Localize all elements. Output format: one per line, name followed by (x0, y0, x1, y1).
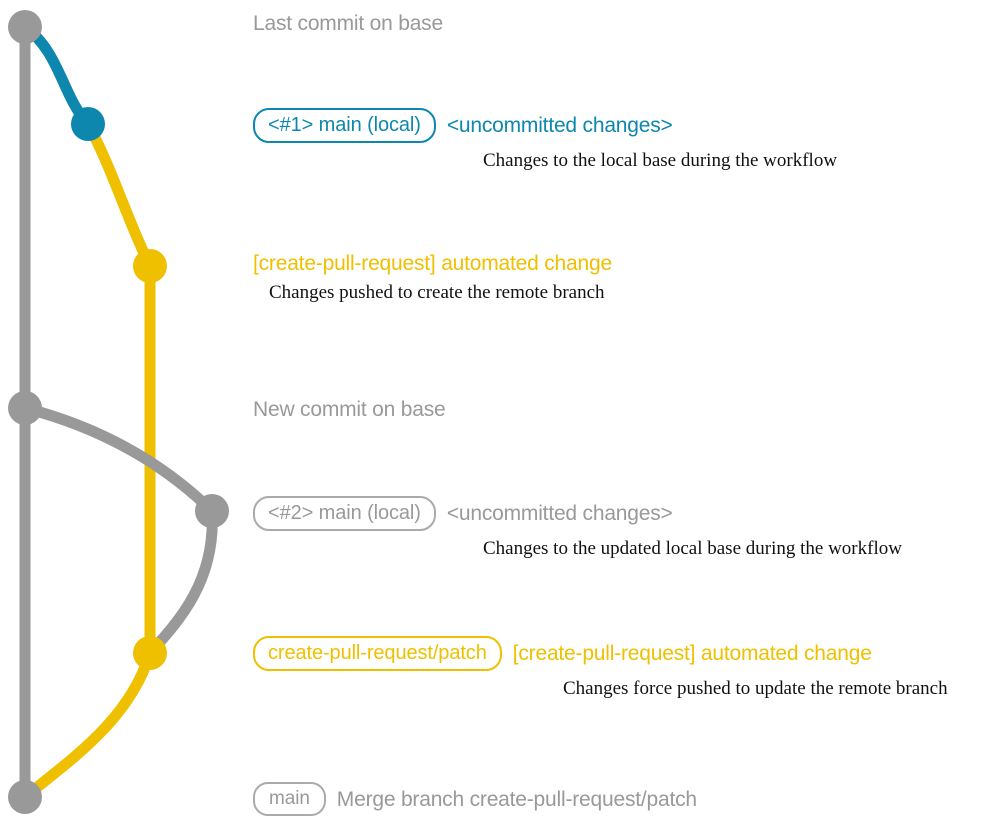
node-automated-1[interactable] (133, 249, 167, 283)
commit-subject-local-change-1: <uncommitted changes> (446, 114, 673, 138)
commit-row-main: create-pull-request/patch [create-pull-re… (253, 636, 872, 672)
edge-local-2-to-auto-2 (144, 505, 218, 659)
commit-graph (8, 10, 229, 814)
node-automated-2[interactable] (133, 636, 167, 670)
commit-row-main: <#2> main (local) <uncommitted changes> (253, 496, 673, 532)
commit-description-local-change-1: Changes to the local base during the wor… (483, 150, 838, 172)
commit-description-local-change-2: Changes to the updated local base during… (483, 538, 902, 560)
branch-label-automated-change-2[interactable]: create-pull-request/patch (253, 636, 502, 672)
branch-label-local-change-1[interactable]: <#1> main (local) (253, 108, 436, 144)
commit-row-local-change-2: <#2> main (local) <uncommitted changes> Ch… (253, 496, 902, 560)
commit-description-automated-change-1: Changes pushed to create the remote bran… (269, 282, 605, 304)
edge-base-new-to-local-2 (19, 402, 218, 517)
commit-subject-local-change-2: <uncommitted changes> (446, 502, 673, 526)
commit-row-main: <#1> main (local) <uncommitted changes> (253, 108, 673, 144)
node-base-new[interactable] (8, 391, 42, 425)
headline-last-commit-on-base: Last commit on base (253, 12, 443, 35)
branch-label-merge-commit[interactable]: main (253, 782, 326, 817)
headline-new-commit-on-base: New commit on base (253, 398, 446, 421)
edge-layer (19, 21, 218, 803)
commit-description-automated-change-2: Changes force pushed to update the remot… (563, 678, 948, 700)
commit-subject-merge-commit: Merge branch create-pull-request/patch (336, 787, 697, 811)
commit-row-merge-commit: main Merge branch create-pull-request/pat… (253, 782, 697, 817)
branch-label-local-change-2[interactable]: <#2> main (local) (253, 496, 436, 532)
node-local-2[interactable] (195, 494, 229, 528)
edge-base-to-local-1 (19, 21, 94, 130)
edge-local-1-to-auto-1 (82, 118, 156, 272)
commit-subject-automated-change-2: [create-pull-request] automated change (512, 642, 872, 666)
commit-row-main: main Merge branch create-pull-request/pat… (253, 782, 697, 817)
commit-row-main: [create-pull-request] automated change (253, 252, 612, 275)
node-base-top[interactable] (8, 10, 42, 44)
commit-subject-automated-change-1: [create-pull-request] automated change (253, 252, 612, 275)
node-merge-bottom[interactable] (8, 780, 42, 814)
node-local-1[interactable] (71, 107, 105, 141)
edge-auto-2-to-merge (19, 647, 156, 803)
commit-row-local-change-1: <#1> main (local) <uncommitted changes> Ch… (253, 108, 837, 172)
node-layer (8, 10, 229, 814)
commit-row-automated-change-2: create-pull-request/patch [create-pull-re… (253, 636, 948, 700)
